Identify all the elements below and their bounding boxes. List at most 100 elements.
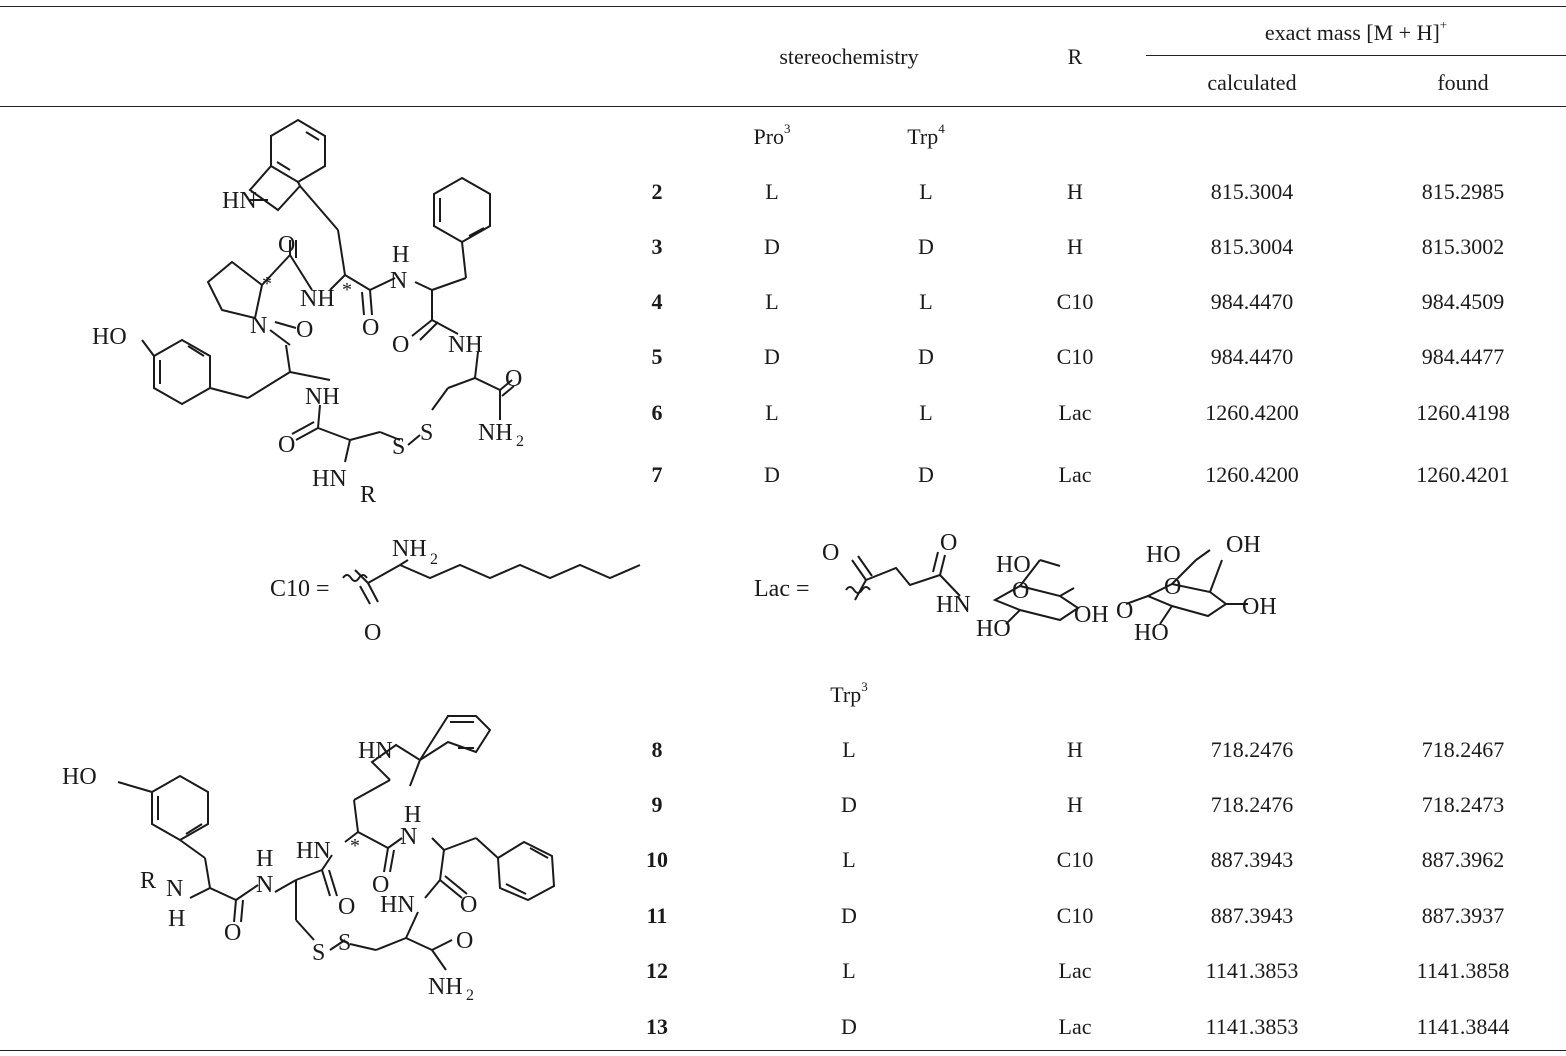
- trp3-stereo: L: [842, 958, 856, 983]
- s2-n2: N: [256, 872, 273, 898]
- pro3-stereo: D: [764, 234, 780, 259]
- s1-nh2: NH: [448, 332, 483, 358]
- subheader-trp4: Trp4: [907, 121, 945, 149]
- s1-hn-r: HN: [312, 466, 347, 492]
- lac-oh2: OH: [1226, 532, 1261, 558]
- header-exact-mass: exact mass [M + H]+: [1264, 17, 1448, 45]
- r-group: C10: [1056, 289, 1094, 314]
- s1-o6: O: [278, 432, 295, 458]
- r-group: Lac: [1058, 958, 1092, 983]
- s2-o1: O: [372, 872, 389, 898]
- s1-star2: *: [262, 273, 272, 295]
- s2-n1: N: [400, 824, 417, 850]
- s1-o3: O: [362, 315, 379, 341]
- s2-hn-indole: HN: [358, 738, 393, 764]
- mass-calculated: 1141.3853: [1205, 1014, 1299, 1039]
- s2-o3: O: [460, 892, 477, 918]
- s1-o4: O: [392, 332, 409, 358]
- lac-fragment: [845, 549, 1248, 625]
- header-r: R: [1067, 44, 1083, 69]
- s2-h2: H: [256, 846, 273, 872]
- compound-id: 13: [646, 1014, 668, 1039]
- s2-o4: O: [224, 920, 241, 946]
- mass-found: 984.4509: [1421, 289, 1505, 314]
- bottom-rule: [0, 1050, 1566, 1051]
- s1-nh2-sub: 2: [516, 433, 524, 450]
- trp3-stereo: L: [842, 847, 856, 872]
- mass-calculated: 1260.4200: [1205, 462, 1299, 487]
- mass-calculated: 718.2476: [1210, 737, 1294, 762]
- r-group: H: [1067, 234, 1083, 259]
- compound-id: 9: [651, 792, 663, 817]
- subheader-pro3: Pro3: [753, 121, 791, 149]
- s2-s2: S: [338, 930, 351, 956]
- lac-ho1: HO: [996, 552, 1031, 578]
- trp4-stereo: D: [918, 344, 934, 369]
- pro3-stereo: D: [764, 344, 780, 369]
- compound-id: 10: [646, 847, 668, 872]
- s1-n2: N: [250, 313, 267, 339]
- lac-o3: O: [1012, 578, 1029, 604]
- s1-s2: S: [392, 434, 405, 460]
- r-group: Lac: [1058, 400, 1092, 425]
- lac-o1: O: [822, 540, 839, 566]
- subheader-trp3: Trp3: [830, 679, 868, 707]
- s2-o2: O: [338, 894, 355, 920]
- mass-calculated: 815.3004: [1210, 234, 1294, 259]
- s2-r: R: [140, 868, 156, 894]
- header-bottom-rule: [0, 106, 1566, 107]
- mass-found: 887.3962: [1421, 847, 1505, 872]
- r-group: C10: [1056, 903, 1094, 928]
- s2-h1: H: [404, 802, 421, 828]
- s2-n3: N: [166, 876, 183, 902]
- s2-o5: O: [456, 928, 473, 954]
- s2-h3: H: [168, 906, 185, 932]
- s1-ho: HO: [92, 324, 127, 350]
- compound-id: 8: [651, 737, 663, 762]
- r-group: H: [1067, 179, 1083, 204]
- mass-calculated: 887.3943: [1210, 847, 1294, 872]
- s1-o5: O: [505, 366, 522, 392]
- r-group: Lac: [1058, 462, 1092, 487]
- c10-o: O: [364, 620, 381, 646]
- pro3-stereo: L: [765, 179, 779, 204]
- mass-found: 1141.3858: [1416, 958, 1510, 983]
- mass-found: 718.2467: [1421, 737, 1505, 762]
- lac-ho3: HO: [1146, 542, 1181, 568]
- pro3-stereo: L: [765, 289, 779, 314]
- mass-found: 815.3002: [1421, 234, 1505, 259]
- lac-ho4: HO: [1134, 620, 1169, 646]
- trp4-stereo: D: [918, 234, 934, 259]
- mass-found: 887.3937: [1421, 903, 1505, 928]
- c10-label: C10 =: [270, 576, 330, 602]
- s2-hn1: HN: [296, 838, 331, 864]
- mass-found: 815.2985: [1421, 179, 1505, 204]
- r-group: H: [1067, 737, 1083, 762]
- mass-found: 984.4477: [1421, 344, 1505, 369]
- trp3-stereo: D: [841, 903, 857, 928]
- mass-calculated: 984.4470: [1210, 289, 1294, 314]
- top-rule: [0, 6, 1566, 7]
- trp4-stereo: L: [919, 289, 933, 314]
- trp3-stereo: D: [841, 1014, 857, 1039]
- header-stereochemistry: stereochemistry: [779, 44, 919, 69]
- trp4-stereo: D: [918, 462, 934, 487]
- compound-id: 4: [651, 289, 663, 314]
- compound-id: 12: [646, 958, 668, 983]
- mass-found: 718.2473: [1421, 792, 1505, 817]
- compound-id: 7: [651, 462, 663, 487]
- s2-ho: HO: [62, 764, 97, 790]
- mass-found: 1260.4201: [1416, 462, 1510, 487]
- compound-id: 5: [651, 344, 663, 369]
- c10-nh2-sub: 2: [430, 551, 438, 568]
- compound-id: 3: [651, 234, 663, 259]
- lac-oh3: OH: [1242, 594, 1277, 620]
- r-group: C10: [1056, 344, 1094, 369]
- s1-nh1: NH: [300, 286, 335, 312]
- lac-o4: O: [1116, 598, 1133, 624]
- compound-id: 6: [651, 400, 663, 425]
- r-group: H: [1067, 792, 1083, 817]
- pro3-stereo: D: [764, 462, 780, 487]
- s1-n1: N: [390, 268, 407, 294]
- lac-oh1: OH: [1074, 602, 1109, 628]
